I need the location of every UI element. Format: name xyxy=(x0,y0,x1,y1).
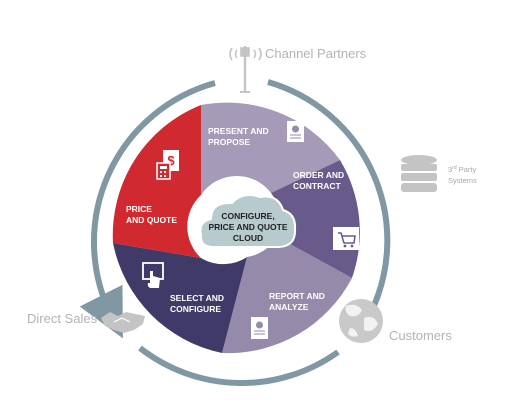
report-analyze-line2: ANALYZE xyxy=(269,302,309,312)
center-line2: PRICE AND QUOTE xyxy=(208,222,287,232)
ring-arc-right xyxy=(267,79,391,320)
third-party-line1: 3rd Party xyxy=(448,165,476,174)
center-line1: CONFIGURE, xyxy=(221,211,274,221)
touchscreen-hand-icon xyxy=(142,262,164,288)
center-line3: CLOUD xyxy=(233,233,263,243)
third-party-number: 3 xyxy=(448,165,452,174)
cloud-shape xyxy=(199,194,297,248)
third-party-ordinal: rd xyxy=(452,165,457,171)
customers-label: Customers xyxy=(389,328,452,343)
cell-tower-icon xyxy=(229,46,262,93)
ring-arc-top-left xyxy=(79,80,216,339)
report-document-icon xyxy=(251,317,268,339)
third-party-rest: Party xyxy=(457,165,477,174)
select-configure-line2: CONFIGURE xyxy=(170,304,221,314)
shopping-cart-icon xyxy=(333,227,359,250)
present-propose-line2: PROPOSE xyxy=(208,137,250,147)
price-quote-line2: AND QUOTE xyxy=(126,215,177,225)
third-party-group: 3rd Party Systems xyxy=(401,155,477,192)
segment-labels: PRESENT AND PROPOSE ORDER AND CONTRACT R… xyxy=(126,126,344,314)
document-chart-icon xyxy=(287,121,304,142)
segment-present-propose[interactable] xyxy=(201,102,340,195)
ring-arc-bottom xyxy=(138,345,340,387)
direct-sales-label: Direct Sales xyxy=(27,311,98,326)
customers-group: Customers xyxy=(339,299,452,343)
globe-icon xyxy=(339,299,383,343)
report-analyze-line1: REPORT AND xyxy=(269,291,325,301)
present-propose-line1: PRESENT AND xyxy=(208,126,269,136)
center-cloud: CONFIGURE, PRICE AND QUOTE CLOUD xyxy=(199,194,297,248)
direct-sales-group: Direct Sales xyxy=(27,311,145,333)
segment-select-configure[interactable] xyxy=(113,243,247,353)
order-contract-line2: CONTRACT xyxy=(293,181,341,191)
channel-partners-group: Channel Partners xyxy=(229,46,367,93)
segment-price-quote[interactable] xyxy=(112,105,201,258)
price-quote-line1: PRICE xyxy=(126,204,152,214)
order-contract-line1: ORDER AND xyxy=(293,170,344,180)
segment-icons: $ xyxy=(142,121,359,339)
channel-partners-label: Channel Partners xyxy=(265,46,367,61)
database-icon xyxy=(401,155,437,192)
outer-ring xyxy=(79,79,391,387)
select-configure-line1: SELECT AND xyxy=(170,293,224,303)
svg-text:$: $ xyxy=(167,153,175,168)
handshake-icon xyxy=(101,312,145,333)
third-party-line2: Systems xyxy=(448,176,477,185)
price-tag-dollar-icon: $ xyxy=(156,150,179,180)
